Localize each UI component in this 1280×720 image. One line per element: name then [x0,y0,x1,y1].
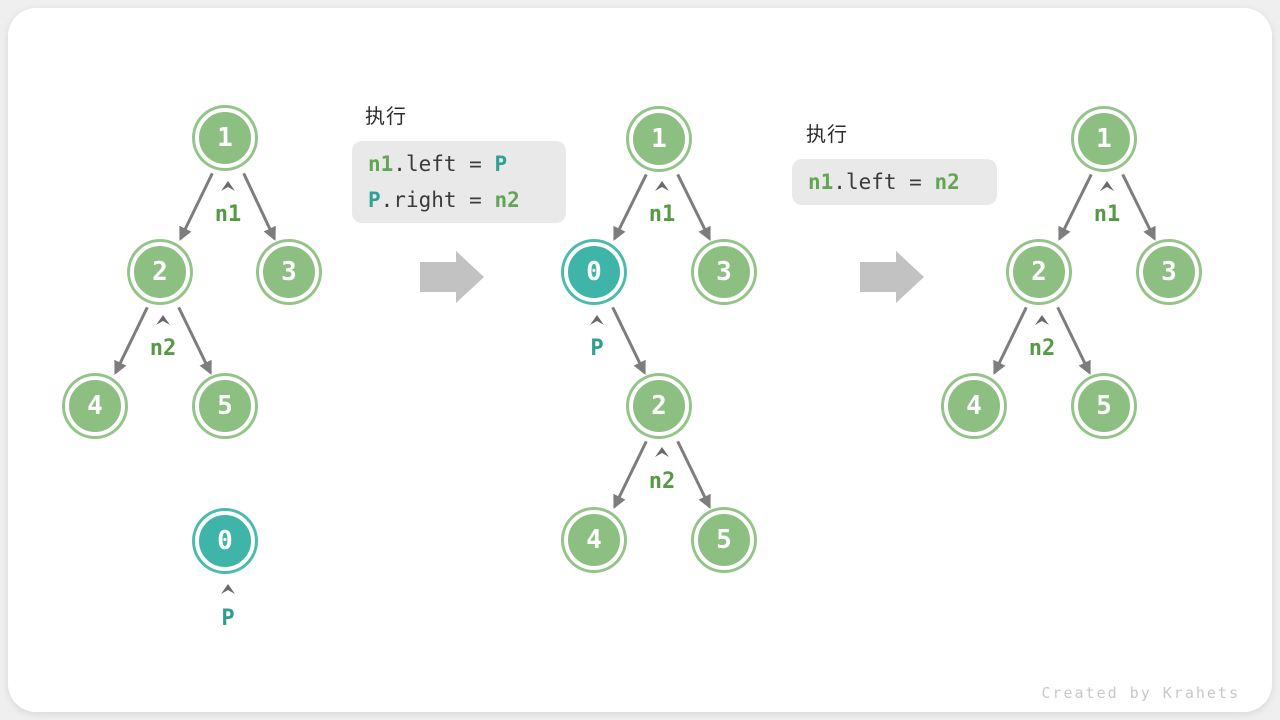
pointer-label-p: P [590,336,604,361]
code-token-n2: n2 [934,170,960,194]
tree-node: 1 [195,108,255,168]
code-line: n1.left = n2 [808,164,981,200]
node-value: 1 [651,124,667,154]
tree-node-p: 0 [564,242,624,302]
node-value: 3 [281,257,297,287]
pointer-label-p: P [221,606,235,631]
pointer-label-n2: n2 [1028,336,1056,361]
tree-node: 4 [564,510,624,570]
execute-label: 执行 [806,124,848,146]
execute-label: 执行 [365,106,407,128]
code-line: n1.left = P [368,146,550,182]
tree-node: 4 [65,376,125,436]
code-token-n1: n1 [368,152,394,176]
code-token-p: P [368,188,381,212]
node-value: 2 [1031,257,1047,287]
tree-node: 3 [694,242,754,302]
code-token-p: P [494,152,508,176]
code-block: n1.left = n2 [792,159,997,205]
pointer-label-n1: n1 [214,202,242,227]
tree-node: 3 [1139,242,1199,302]
tree-node: 1 [629,109,689,169]
node-value: 5 [716,525,732,555]
pointer-label-n1: n1 [1093,202,1121,227]
node-value: 4 [586,525,602,555]
tree-node: 2 [130,242,190,302]
node-value: 1 [217,123,233,153]
tree-node-p: 0 [195,511,255,571]
code-line: P.right = n2 [368,182,550,218]
node-value: 5 [217,391,233,421]
node-value: 1 [1096,124,1112,154]
pointer-label-n2: n2 [648,469,676,494]
tree-node: 5 [195,376,255,436]
tree-node: 1 [1074,109,1134,169]
node-value: 0 [586,257,602,287]
tree-node: 2 [629,376,689,436]
tree-node: 4 [944,376,1004,436]
tree-node: 5 [694,510,754,570]
node-value: 4 [966,391,982,421]
code-token-n2: n2 [494,188,520,212]
pointer-label-n1: n1 [648,202,676,227]
pointer-label-n2: n2 [149,336,177,361]
tree-node: 5 [1074,376,1134,436]
code-token: .left = [393,152,495,176]
node-value: 3 [1161,257,1177,287]
code-block: n1.left = P P.right = n2 [352,141,566,223]
tree-node: 2 [1009,242,1069,302]
node-value: 2 [651,391,667,421]
code-token-n1: n1 [808,170,834,194]
code-token: .left = [833,170,935,194]
node-value: 0 [217,526,233,556]
credit-text: Created by Krahets [1041,684,1240,702]
code-token: .right = [380,188,495,212]
node-value: 3 [716,257,732,287]
node-value: 4 [87,391,103,421]
tree-node: 3 [259,242,319,302]
node-value: 2 [152,257,168,287]
node-value: 5 [1096,391,1112,421]
